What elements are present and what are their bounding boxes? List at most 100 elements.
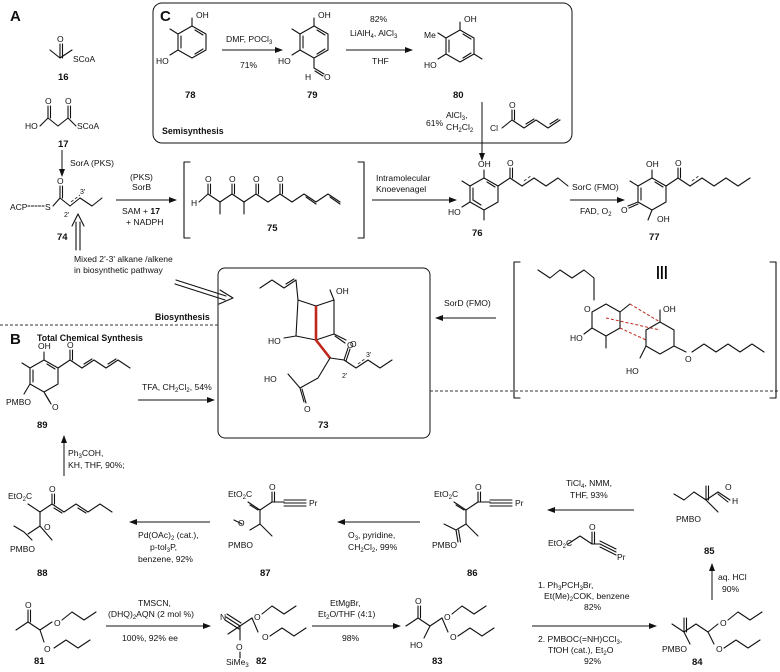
svg-text:O: O: [44, 522, 51, 532]
pmb-yield: 92%: [584, 656, 602, 666]
ph3coh-label: Ph3COH,: [68, 448, 103, 460]
sorc-label: SorC (FMO): [572, 182, 619, 192]
svg-text:S: S: [45, 202, 51, 212]
svg-text:PMBO: PMBO: [662, 644, 687, 654]
svg-text:O: O: [444, 612, 451, 622]
svg-text:H: H: [191, 198, 197, 208]
svg-text:OH: OH: [657, 214, 670, 224]
svg-text:O: O: [25, 600, 32, 610]
svg-text:Pr: Pr: [515, 498, 524, 508]
svg-text:PMBO: PMBO: [228, 540, 253, 550]
svg-text:SCoA: SCoA: [73, 54, 96, 64]
svg-text:O: O: [44, 644, 51, 654]
tmscn-label: TMSCN,: [138, 598, 171, 608]
svg-text:O: O: [52, 402, 59, 412]
svg-text:O: O: [205, 174, 212, 184]
svg-text:16: 16: [58, 72, 69, 83]
vilsmeier-yield: 71%: [240, 60, 258, 70]
dimer-intermediate: O HO OH O HO: [513, 261, 777, 399]
svg-text:OH: OH: [663, 304, 676, 314]
hcl-yield: 90%: [722, 584, 740, 594]
svg-text:O: O: [269, 482, 276, 492]
ticl4-label: TiCl4, NMM,: [566, 478, 612, 490]
compound-75: H O O O O 75: [183, 161, 365, 239]
biosynthesis-title: Biosynthesis: [155, 312, 210, 322]
semisynthesis-box: [152, 2, 573, 144]
compound-77: OH O OH O 77: [621, 158, 751, 243]
svg-text:HO: HO: [25, 121, 38, 131]
svg-text:HO: HO: [424, 60, 437, 70]
svg-text:EtO2C: EtO2C: [8, 491, 32, 503]
svg-text:O: O: [450, 632, 457, 642]
svg-text:OH: OH: [336, 286, 349, 296]
grignard-yield: 98%: [342, 633, 360, 643]
svg-text:O: O: [324, 72, 331, 82]
benzene92-label: benzene, 92%: [138, 554, 193, 564]
svg-text:PMBO: PMBO: [432, 540, 457, 550]
svg-text:3': 3': [80, 189, 85, 196]
svg-text:O: O: [253, 174, 260, 184]
svg-text:Me: Me: [424, 30, 436, 40]
et2o-label: Et2O/THF (4:1): [318, 609, 375, 621]
svg-text:O: O: [57, 34, 64, 44]
svg-text:Pr: Pr: [309, 498, 318, 508]
svg-text:OH: OH: [38, 341, 51, 351]
mixed-to-product-arrow: [174, 279, 234, 305]
reduction-reagent: LiAlH4, AlCl3: [350, 28, 398, 40]
svg-text:76: 76: [472, 228, 483, 239]
svg-text:82: 82: [256, 656, 267, 667]
compound-17: HO O O SCoA 17: [25, 96, 100, 150]
svg-text:O: O: [725, 482, 732, 492]
svg-text:80: 80: [453, 90, 464, 101]
svg-text:78: 78: [185, 90, 196, 101]
reduction-solvent: THF: [372, 56, 389, 66]
compound-79: OH HO O H 79: [278, 10, 331, 101]
mixed-hollow-arrow: [71, 213, 85, 251]
svg-text:86: 86: [467, 568, 478, 579]
compound-82: N O O O SiMe3 82: [220, 605, 307, 669]
svg-text:O: O: [720, 618, 727, 628]
mixed-note-line2: in biosynthetic pathway: [74, 265, 164, 275]
svg-text:O: O: [507, 158, 514, 168]
compound-86: EtO2C O Pr PMBO 86: [432, 482, 524, 579]
pmb-catalyst: TfOH (cat.), Et2O: [548, 645, 614, 657]
panel-c-label: C: [160, 8, 171, 25]
compound-87: EtO2C O Pr O PMBO 87: [228, 482, 318, 579]
svg-text:73: 73: [318, 420, 329, 431]
svg-text:85: 85: [704, 546, 715, 557]
svg-text:87: 87: [260, 568, 271, 579]
hcl-label: aq. HCl: [718, 572, 747, 582]
svg-text:HO: HO: [264, 374, 277, 384]
svg-text:H: H: [305, 72, 311, 82]
sam-label: SAM + 17: [122, 206, 160, 216]
pd-label: Pd(OAc)2 (cat.),: [138, 530, 199, 542]
compound-83: O O O HO 83: [405, 596, 495, 667]
svg-text:O: O: [254, 612, 261, 622]
o3-label: O3, pyridine,: [348, 530, 395, 542]
compound-81: O O O 81: [15, 600, 97, 667]
wittig-base: Et(Me)2COK, benzene: [544, 591, 630, 603]
svg-text:OH: OH: [464, 14, 477, 24]
svg-text:O: O: [238, 518, 245, 528]
svg-text:HO: HO: [448, 207, 461, 217]
svg-text:O: O: [475, 482, 482, 492]
ynone-ester: EtO2C O Pr: [548, 522, 626, 562]
knoevenagel-label-1: Intramolecular: [376, 173, 431, 183]
svg-text:74: 74: [57, 232, 68, 243]
reduction-yield: 82%: [370, 14, 388, 24]
svg-text:OH: OH: [318, 10, 331, 20]
svg-text:O: O: [350, 339, 357, 349]
svg-text:HO: HO: [410, 640, 423, 650]
svg-text:Cl: Cl: [490, 123, 498, 133]
svg-text:N: N: [220, 612, 226, 622]
svg-text:O: O: [685, 354, 692, 364]
svg-text:O: O: [675, 158, 682, 168]
svg-text:3': 3': [366, 352, 371, 359]
svg-text:79: 79: [307, 90, 318, 101]
panel-b-label: B: [10, 331, 21, 348]
compound-74: ACP S O 3' 2' 74: [10, 176, 103, 243]
svg-text:O: O: [621, 205, 628, 215]
svg-text:SCoA: SCoA: [77, 121, 100, 131]
compound-84: O O PMBO 84: [662, 611, 763, 668]
